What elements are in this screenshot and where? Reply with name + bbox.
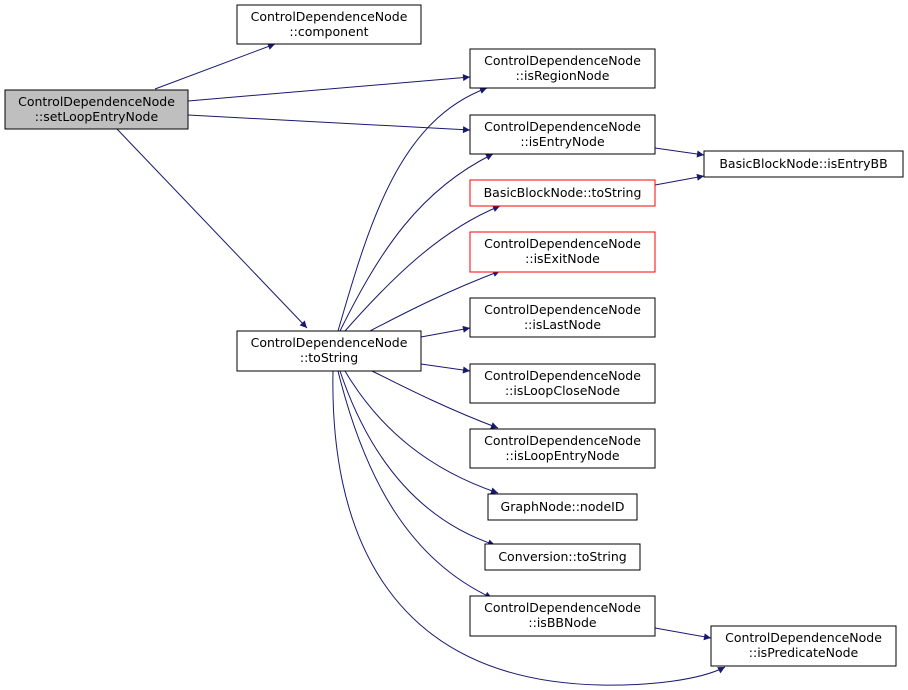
node-label-line: ControlDependenceNode [251, 335, 408, 350]
edge-tostring-to-conversiontostring [339, 370, 496, 547]
edge-tostring-to-isexitnode [369, 270, 501, 332]
node-label-line: Conversion::toString [498, 549, 626, 564]
node-label-line: ::isExitNode [525, 251, 600, 266]
node-label-line: ControlDependenceNode [484, 600, 641, 615]
edge-setloopentry-to-isentrynode [187, 114, 471, 134]
node-label-line: ::toString [300, 350, 358, 365]
node-conversion-tostring[interactable]: Conversion::toString [484, 543, 641, 571]
edge-setloopentry-to-tostring [116, 128, 308, 329]
node-label-line: ::isLoopEntryNode [505, 448, 620, 463]
node-label-line: ControlDependenceNode [484, 433, 641, 448]
node-label-line: ::isPredicateNode [749, 645, 859, 660]
node-label-line: ControlDependenceNode [725, 630, 882, 645]
node-isloopentrynode[interactable]: ControlDependenceNode ::isLoopEntryNode [469, 428, 656, 469]
node-isbbnode[interactable]: ControlDependenceNode ::isBBNode [469, 595, 656, 637]
node-component[interactable]: ControlDependenceNode ::component [236, 4, 422, 45]
edge-setloopentry-to-component [154, 43, 276, 90]
node-islastnode[interactable]: ControlDependenceNode ::isLastNode [469, 297, 656, 338]
node-label-line: ::isLastNode [524, 317, 601, 332]
node-isloopclosenode[interactable]: ControlDependenceNode ::isLoopCloseNode [469, 363, 656, 404]
node-label-line: ControlDependenceNode [484, 236, 641, 251]
edge-tostring-to-isregionnode [337, 87, 488, 332]
node-label-line: ControlDependenceNode [484, 119, 641, 134]
edge-tostring-to-basicblocktostring [344, 205, 501, 332]
node-label-line: ControlDependenceNode [251, 9, 408, 24]
node-label-line: ::isRegionNode [516, 68, 610, 83]
node-isentrybb[interactable]: BasicBlockNode::isEntryBB [703, 150, 904, 178]
edge-tostring-to-ispredicatenode [332, 370, 726, 686]
edge-setloopentry-to-isregionnode [187, 74, 471, 102]
edge-isentrynode-to-isentrybb [654, 147, 705, 158]
node-label-line: ControlDependenceNode [484, 302, 641, 317]
edge-basicblocktostring-to-isentrybb [654, 173, 705, 186]
node-label-line: GraphNode::nodeID [501, 499, 625, 514]
node-label-line: ControlDependenceNode [484, 368, 641, 383]
node-label-line: ::component [289, 24, 368, 39]
edge-tostring-to-isloopclosenode [420, 363, 471, 374]
edge-tostring-to-islastnode [420, 325, 471, 338]
node-isentrynode[interactable]: ControlDependenceNode ::isEntryNode [469, 114, 656, 155]
node-ispredicatenode[interactable]: ControlDependenceNode ::isPredicateNode [710, 625, 897, 667]
nodes: ControlDependenceNode ::setLoopEntryNode… [4, 4, 904, 667]
node-label-line: ::setLoopEntryNode [35, 109, 159, 124]
node-setloopentrynode[interactable]: ControlDependenceNode ::setLoopEntryNode [4, 89, 189, 130]
node-label-line: BasicBlockNode::toString [484, 185, 642, 200]
edge-tostring-to-nodeid [344, 370, 499, 495]
node-nodeid[interactable]: GraphNode::nodeID [487, 493, 638, 521]
node-label-line: ::isEntryNode [520, 134, 605, 149]
edge-isbbnode-to-ispredicatenode [654, 627, 712, 641]
edge-tostring-to-isbbnode [337, 370, 493, 599]
node-label-line: ControlDependenceNode [484, 53, 641, 68]
node-label-line: ::isLoopCloseNode [505, 383, 620, 398]
edge-tostring-to-isloopentrynode [371, 370, 499, 429]
node-isregionnode[interactable]: ControlDependenceNode ::isRegionNode [469, 48, 656, 89]
node-tostring[interactable]: ControlDependenceNode ::toString [236, 330, 422, 372]
node-label-line: BasicBlockNode::isEntryBB [719, 156, 887, 171]
node-basicblocknode-tostring[interactable]: BasicBlockNode::toString [469, 179, 656, 207]
edges [116, 43, 726, 686]
node-label-line: ::isBBNode [528, 615, 596, 630]
edge-tostring-to-isentrynode [339, 153, 494, 332]
node-isexitnode[interactable]: ControlDependenceNode ::isExitNode [469, 231, 656, 273]
node-label-line: ControlDependenceNode [18, 94, 175, 109]
